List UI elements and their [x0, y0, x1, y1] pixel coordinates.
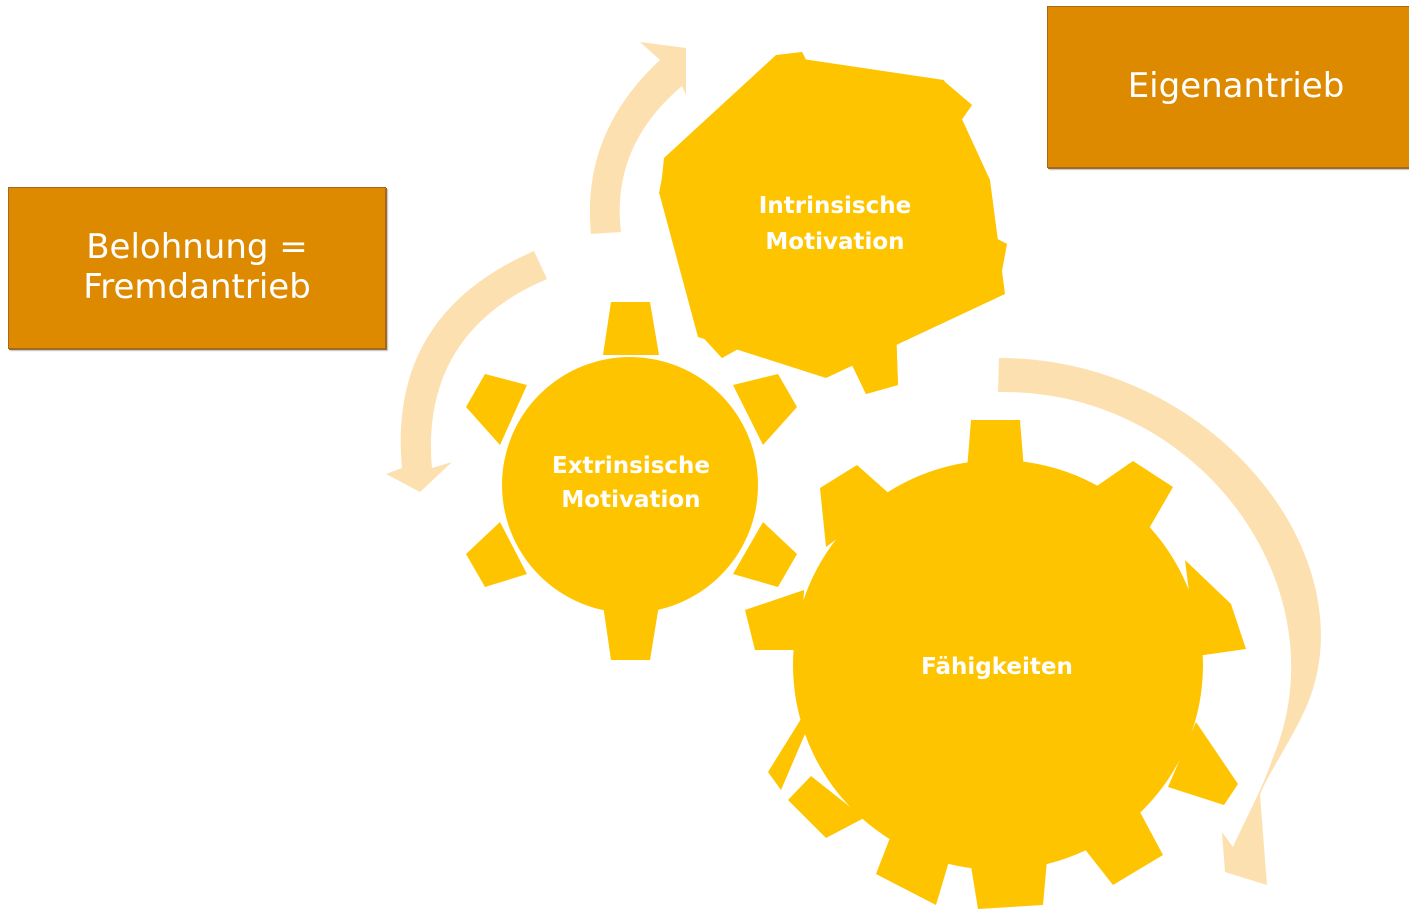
gear-intrinsic-label-line1: Intrinsische — [759, 193, 911, 219]
arrow-around-skills — [998, 358, 1321, 885]
reward-box: Belohnung = Fremdantrieb — [8, 187, 386, 349]
gear-intrinsic-label-line2: Motivation — [765, 229, 904, 255]
gear-intrinsic-body — [708, 90, 962, 344]
arrow-extrinsic-to-intrinsic — [589, 42, 686, 234]
gear-extrinsic — [466, 302, 797, 660]
gear-skills-label: Fähigkeiten — [921, 654, 1073, 680]
gear-extrinsic-label-line1: Extrinsische — [552, 453, 710, 479]
self-drive-box: Eigenantrieb — [1047, 6, 1409, 168]
gear-extrinsic-label-line2: Motivation — [561, 487, 700, 513]
arrow-intrinsic-to-extrinsic — [386, 251, 547, 492]
gear-skills — [745, 420, 1246, 909]
gear-intrinsic-teeth — [659, 52, 1007, 394]
